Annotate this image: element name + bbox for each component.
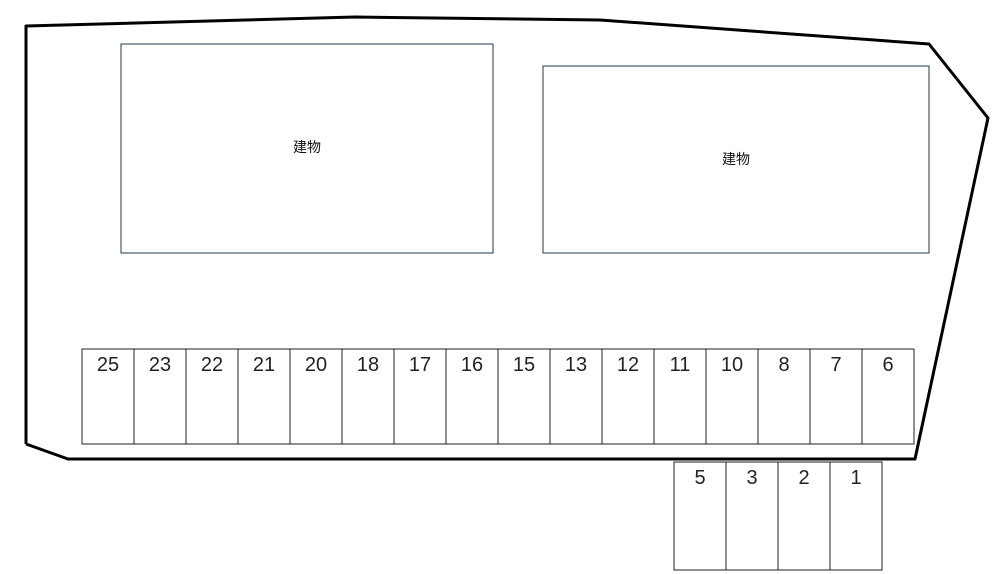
- parking-space-number: 13: [565, 354, 587, 376]
- parking-space: 17: [393, 348, 447, 445]
- parking-space-number: 16: [461, 354, 483, 376]
- parking-space: 7: [809, 348, 863, 445]
- parking-space: 6: [861, 348, 915, 445]
- parking-space: 18: [341, 348, 395, 445]
- building-2-label: 建物: [722, 152, 750, 168]
- parking-space-number: 23: [149, 354, 171, 376]
- parking-row-main: 25 23 22 21 20 18 17 16 15 13 12 11 10 8 7 6: [81, 348, 915, 445]
- parking-space: 3: [725, 461, 779, 571]
- parking-space-outline: [861, 348, 915, 445]
- parking-space: 25: [81, 348, 135, 445]
- building-2: 建物: [542, 65, 930, 254]
- parking-space: 20: [289, 348, 343, 445]
- parking-space-number: 21: [253, 354, 275, 376]
- parking-space-number: 11: [670, 354, 691, 376]
- parking-space-number: 18: [357, 354, 379, 376]
- building-1-label: 建物: [293, 140, 321, 156]
- parking-space-number: 3: [746, 467, 757, 489]
- lot-boundary: [24, 15, 990, 461]
- parking-space: 23: [133, 348, 187, 445]
- building-2-outline: [542, 65, 930, 254]
- parking-space-number: 7: [830, 354, 841, 376]
- building-1-outline: [120, 43, 494, 254]
- parking-space-number: 8: [778, 354, 789, 376]
- parking-space-number: 15: [513, 354, 535, 376]
- parking-space-number: 17: [409, 354, 431, 376]
- parking-space: 1: [829, 461, 883, 571]
- parking-space-number: 10: [721, 354, 743, 376]
- parking-space: 13: [549, 348, 603, 445]
- parking-space: 15: [497, 348, 551, 445]
- parking-space-outline: [829, 461, 883, 571]
- parking-space: 11: [653, 348, 707, 445]
- parking-space-number: 25: [97, 354, 119, 376]
- building-1: 建物: [120, 43, 494, 254]
- parking-space: 21: [237, 348, 291, 445]
- parking-space-number: 22: [201, 354, 223, 376]
- parking-space: 12: [601, 348, 655, 445]
- parking-space-number: 6: [882, 354, 893, 376]
- parking-space-number: 1: [850, 467, 861, 489]
- parking-space: 2: [777, 461, 831, 571]
- parking-space-number: 5: [694, 467, 705, 489]
- parking-space: 8: [757, 348, 811, 445]
- parking-space-number: 20: [305, 354, 327, 376]
- parking-space-number: 2: [798, 467, 809, 489]
- parking-space-number: 12: [617, 354, 639, 376]
- parking-space: 22: [185, 348, 239, 445]
- parking-space: 5: [673, 461, 727, 571]
- parking-row-lower: 5 3 2 1: [673, 461, 883, 571]
- parking-space: 10: [705, 348, 759, 445]
- parking-space: 16: [445, 348, 499, 445]
